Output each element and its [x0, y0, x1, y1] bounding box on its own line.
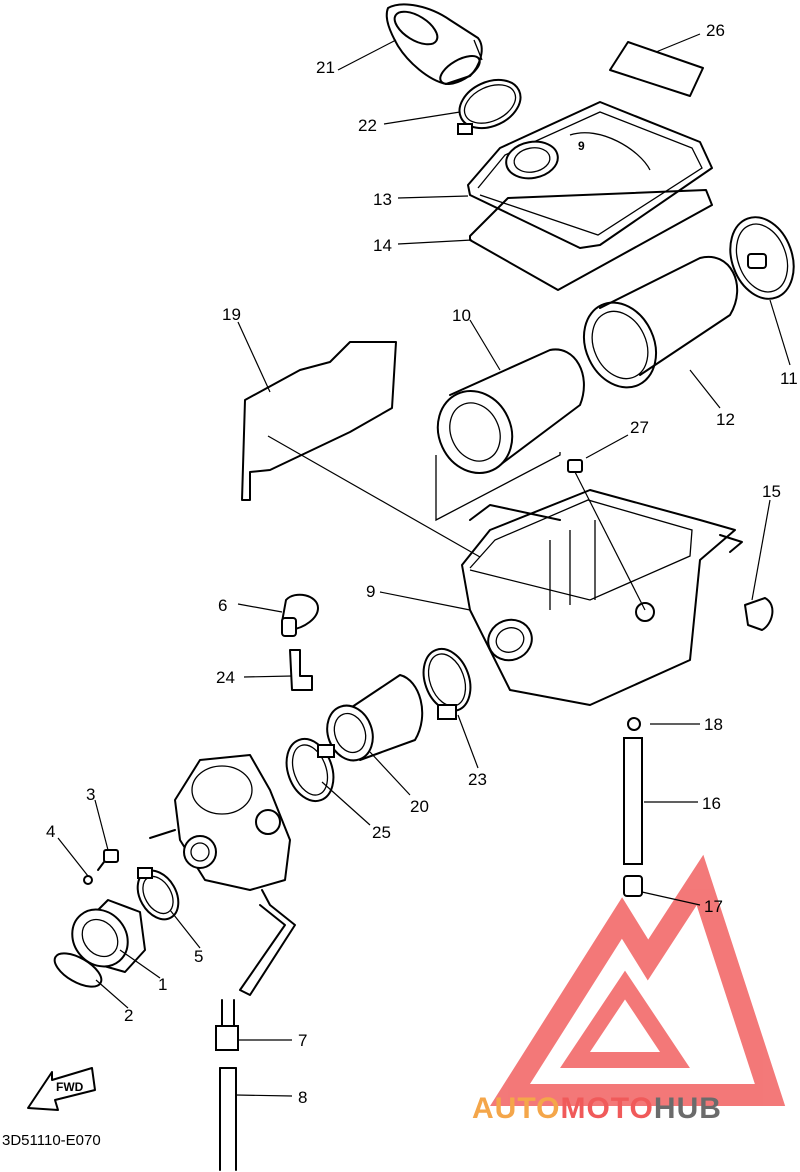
air-filter-element: [583, 255, 739, 389]
callout-8: 8: [298, 1088, 307, 1107]
callout-4: 4: [46, 822, 55, 841]
carburetor: [149, 754, 296, 996]
callout-27: 27: [630, 418, 649, 437]
fwd-arrow-icon: FWD: [27, 1067, 96, 1111]
washer-4: [83, 875, 93, 885]
callout-19: 19: [222, 305, 241, 324]
callout-10: 10: [452, 306, 471, 325]
callout-5: 5: [194, 947, 203, 966]
callout-9: 9: [366, 582, 375, 601]
diagram-code: 3D51110-E070: [2, 1132, 101, 1149]
callout-24: 24: [216, 668, 235, 687]
o-ring: [53, 952, 103, 988]
cover-gasket: [469, 189, 713, 291]
fwd-label: FWD: [56, 1080, 84, 1094]
hose-clamp-22: [457, 78, 522, 135]
watermark-logo-icon: [490, 854, 786, 1106]
callout-23: 23: [468, 770, 487, 789]
hose-clamp-25: [285, 738, 335, 802]
air-box-cover: 9: [467, 101, 713, 249]
drain-hose: [215, 999, 239, 1171]
callout-21: 21: [316, 58, 335, 77]
filter-end-cap: [729, 216, 795, 300]
callout-2: 2: [124, 1006, 133, 1025]
drain-tube: [623, 717, 643, 897]
air-filter-case: [461, 489, 743, 706]
callout-20: 20: [410, 797, 429, 816]
clip-15: [744, 597, 774, 631]
air-filter-joint: [326, 674, 424, 762]
callout-14: 14: [373, 236, 392, 255]
callout-22: 22: [358, 116, 377, 135]
callout-6: 6: [218, 596, 227, 615]
hose-clamp-23: [422, 648, 472, 720]
callout-25: 25: [372, 823, 391, 842]
callout-26: 26: [706, 21, 725, 40]
svg-text:9: 9: [578, 139, 585, 153]
caution-label: [609, 41, 704, 97]
side-plate: [241, 341, 481, 558]
callout-7: 7: [298, 1031, 307, 1050]
callout-11: 11: [780, 369, 798, 388]
callouts: 21 26 22 13 14 19 10 11 12 27 15 9 6 24 …: [46, 21, 798, 1107]
callout-1: 1: [158, 975, 167, 994]
leader-lines: [57, 33, 791, 1097]
bolt-27: [567, 459, 646, 611]
callout-17: 17: [704, 897, 723, 916]
breather-fittings: [281, 593, 319, 691]
intake-duct: [385, 3, 483, 85]
intake-manifold: [71, 899, 146, 973]
watermark-moto: MOTO: [560, 1092, 653, 1125]
watermark-hub: HUB: [654, 1092, 722, 1125]
callout-3: 3: [86, 785, 95, 804]
watermark-auto: AUTO: [472, 1092, 560, 1125]
callout-18: 18: [704, 715, 723, 734]
callout-15: 15: [762, 482, 781, 501]
bolt-3: [97, 849, 119, 871]
filter-guide: [435, 348, 585, 522]
callout-16: 16: [702, 794, 721, 813]
hose-clamp-5: [136, 867, 180, 921]
watermark-text: AUTOMOTOHUB: [472, 1092, 722, 1125]
callout-13: 13: [373, 190, 392, 209]
callout-12: 12: [716, 410, 735, 429]
